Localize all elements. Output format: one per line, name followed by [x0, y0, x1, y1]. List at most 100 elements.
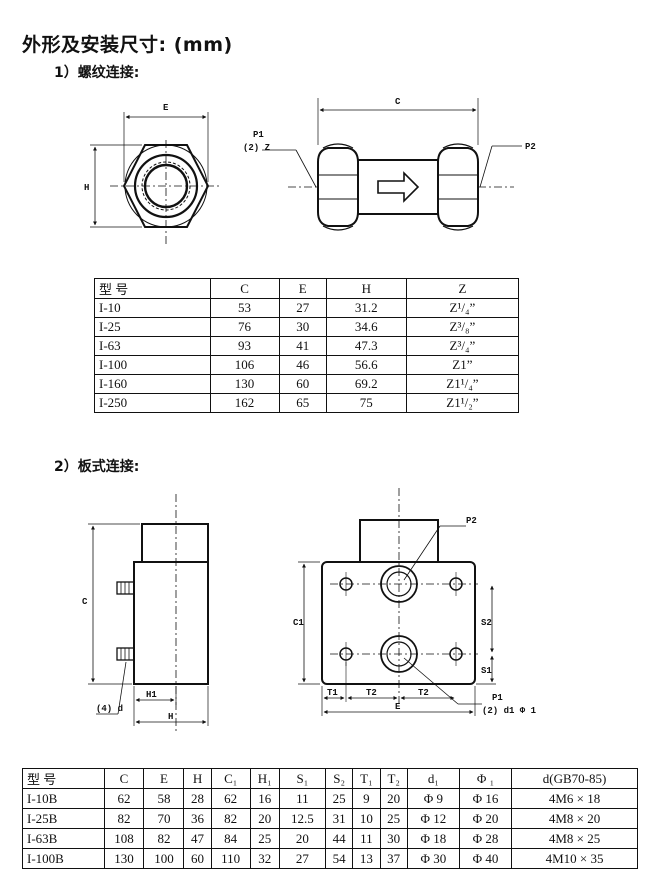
table-cell: 28 — [183, 788, 212, 809]
table-cell: Φ 16 — [458, 788, 513, 809]
table-cell: 82 — [210, 808, 251, 829]
dim-label-c1: C1 — [293, 618, 304, 628]
table-cell: 25 — [379, 808, 408, 829]
table-cell: 12.5 — [278, 808, 327, 829]
table-cell: 46 — [278, 355, 327, 375]
header-cell: Φ ₁ — [458, 768, 513, 789]
hex-nut-end-view — [110, 140, 222, 247]
table-cell: 108 — [103, 828, 145, 849]
table-cell: 16 — [249, 788, 280, 809]
table-cell: 58 — [143, 788, 185, 809]
table-cell: I-100B — [22, 848, 105, 869]
table-cell: I-250 — [94, 393, 211, 413]
table-cell: I-10B — [22, 788, 105, 809]
dim-label-t2: T2 — [366, 688, 377, 698]
header-cell: 型 号 — [22, 768, 105, 789]
table-cell: 30 — [379, 828, 408, 849]
dim-label-s1: S1 — [481, 666, 492, 676]
mounting-screw-top — [116, 581, 135, 595]
table-cell: Φ 40 — [458, 848, 513, 869]
thread-label-z: (2) Z — [243, 143, 270, 153]
plate-valve-front-view — [321, 488, 478, 706]
table-cell: 44 — [325, 828, 354, 849]
table-cell: 82 — [143, 828, 185, 849]
dim-label-h: H — [84, 183, 89, 193]
header-cell: E — [143, 768, 185, 789]
table-cell: Z1¹/₄” — [405, 374, 520, 394]
table-cell: 9 — [352, 788, 381, 809]
dim-label-t1: T1 — [327, 688, 338, 698]
flow-arrow-icon — [377, 171, 420, 203]
table-cell: Z1” — [405, 355, 520, 375]
mounting-screw-bottom — [116, 647, 135, 661]
port-label-p1: P1 — [492, 693, 503, 703]
header-cell: C₁ — [210, 768, 251, 789]
table-cell: 4M8 × 20 — [511, 808, 638, 829]
header-cell: 型 号 — [94, 278, 211, 299]
plate-spec-table: 型 号 C E H C₁ H₁ S₁ S₂ T₁ T₂ d₁ Φ ₁ d(GB7… — [22, 768, 638, 869]
table-cell: 130 — [103, 848, 145, 869]
table-cell: 54 — [325, 848, 354, 869]
table-cell: 84 — [210, 828, 251, 849]
table-cell: Φ 30 — [406, 848, 460, 869]
table-cell: Φ 18 — [406, 828, 460, 849]
header-cell: S₁ — [278, 768, 327, 789]
table-cell: Φ 12 — [406, 808, 460, 829]
table-cell: 70 — [143, 808, 185, 829]
table-cell: 25 — [249, 828, 280, 849]
port-label-p2: P2 — [525, 142, 536, 152]
table-cell: 31.2 — [325, 298, 407, 318]
table-cell: Z1¹/₂” — [405, 393, 520, 413]
section2-heading: 2）板式连接: — [54, 459, 140, 475]
table-cell: 162 — [209, 393, 280, 413]
table-cell: 32 — [249, 848, 280, 869]
table-cell: 4M10 × 35 — [511, 848, 638, 869]
table-cell: 37 — [379, 848, 408, 869]
header-cell: T₂ — [379, 768, 408, 789]
table-cell: 4M6 × 18 — [511, 788, 638, 809]
dim-label-c: C — [395, 97, 401, 107]
table-cell: Φ 28 — [458, 828, 513, 849]
header-cell: d₁ — [406, 768, 460, 789]
port-label-p2: P2 — [466, 516, 477, 526]
section1-heading: 1）螺纹连接: — [54, 65, 140, 81]
table-cell: 25 — [325, 788, 354, 809]
table-cell: 62 — [210, 788, 251, 809]
table-cell: 34.6 — [325, 317, 407, 337]
dim-label-h: H — [168, 712, 173, 722]
table-cell: 27 — [278, 848, 327, 869]
header-cell: H — [183, 768, 212, 789]
table-cell: 20 — [278, 828, 327, 849]
header-cell: d(GB70-85) — [511, 768, 638, 789]
table-cell: 47 — [183, 828, 212, 849]
table-cell: 20 — [379, 788, 408, 809]
port-label-p1: P1 — [253, 130, 264, 140]
table-header-row: 型 号 C E H C₁ H₁ S₁ S₂ T₁ T₂ d₁ Φ ₁ d(GB7… — [22, 768, 638, 789]
table-cell: 100 — [143, 848, 185, 869]
table-cell: 11 — [352, 828, 381, 849]
table-cell: 62 — [103, 788, 145, 809]
table-cell: 31 — [325, 808, 354, 829]
table-cell: 20 — [249, 808, 280, 829]
header-cell: S₂ — [325, 768, 354, 789]
table-cell: 110 — [210, 848, 251, 869]
table-cell: 60 — [183, 848, 212, 869]
screw-label-d: (4) d — [96, 704, 123, 714]
page-title: 外形及安装尺寸: (mm) — [22, 34, 233, 56]
table-cell: I-63B — [22, 828, 105, 849]
threaded-valve-side-view — [288, 143, 514, 231]
table-cell: Φ 9 — [406, 788, 460, 809]
table-cell: 10 — [352, 808, 381, 829]
table-cell: Φ 20 — [458, 808, 513, 829]
dim-label-s2: S2 — [481, 618, 492, 628]
table-cell: 4M8 × 25 — [511, 828, 638, 849]
